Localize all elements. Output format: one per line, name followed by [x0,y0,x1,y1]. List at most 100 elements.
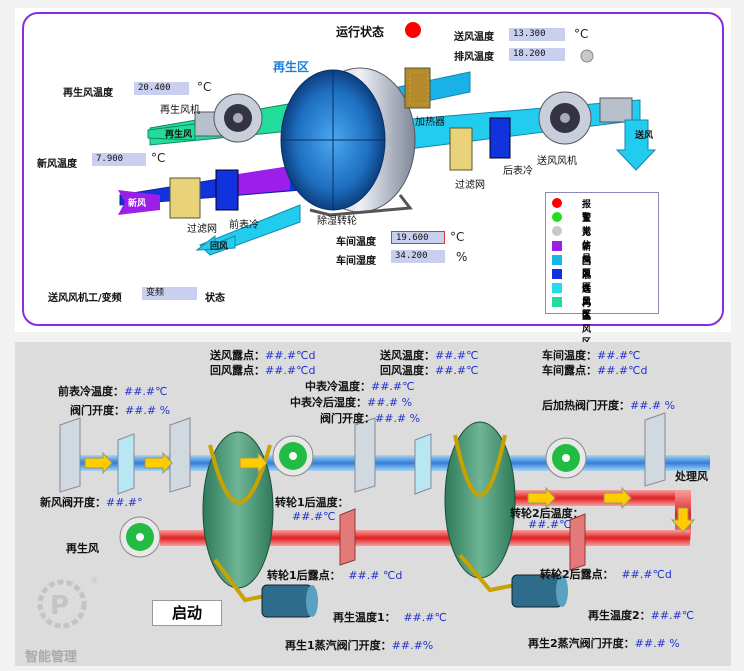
normal-circle-icon [552,212,562,222]
regen-temp-label: 再生风温度 [63,88,113,99]
return-dew-value: ##.#℃d [265,364,316,377]
room-dew-value: ##.#℃d [597,364,648,377]
exhaust-temp-value: 18.200 [509,48,565,61]
fan-mode-suffix: 状态 [205,293,225,304]
return-temp-label: 回风温度：##.#℃ [380,364,479,377]
regen-temp2-label: 再生温度2：##.#℃ [588,609,695,622]
wheel1-dew-value: ##.# ℃d [348,569,403,582]
fan-mode-value: 变频 [142,287,197,300]
valve2-label: 阀门开度：##.# % [320,412,421,425]
supply-fan-2-icon [545,437,587,479]
postheat-valve-value: ##.# % [630,399,676,412]
postcool-icon [489,117,511,159]
motor-1-icon [261,584,318,618]
valve1-label: 阀门开度：##.# % [70,404,171,417]
midcool-coil-icon [414,433,432,495]
regen-temp-unit: °C [197,80,212,94]
room-temp-value: 19.600 [391,231,445,244]
motor-2-icon [511,574,568,608]
filter-right-label: 过滤网 [455,180,485,191]
flow-arrow-3 [239,451,268,475]
regen-temp1-label: 再生温度1： ##.#℃ [333,611,447,624]
midcool-temp-value: ##.#℃ [371,380,415,393]
filter-1-icon [59,417,81,493]
wheel2-dew-value: ##.#℃d [621,568,672,581]
supply-dew-value: ##.#℃d [265,349,316,362]
midcool-hum-value: ##.# % [367,396,413,409]
fresh-valve-value: ##.#° [106,496,143,509]
supply-temp-status-icon [580,49,594,63]
midcool-hum-label: 中表冷后湿度：##.# % [290,396,413,409]
wheel2-temp-value: ##.#℃ [528,518,572,531]
steam1-value: ##.#% [391,639,434,652]
wheel1-dew-label: 转轮1后露点： ##.# ℃d [267,569,403,582]
flow-arrow-5 [603,486,632,510]
supply-temp-label: 送风温度 [454,32,494,43]
valve2-value: ##.# % [375,412,421,425]
room-hum-label: 车间湿度 [336,256,376,267]
flow-arrow-4 [527,486,556,510]
room-hum-value: 34.200 [391,250,445,263]
regen-temp2-value: ##.#℃ [650,609,695,622]
regen-air-pipe-upper [490,490,685,506]
legend: 报警 正常 无信号 新风区 回风区 混合风区 送风区 再生风区 [545,192,659,348]
supply-temp-value-2: ##.#℃ [435,349,479,362]
fresh-zone-swatch [552,241,562,251]
process-wind-label: 处理风 [675,470,708,483]
no-signal-circle-icon [552,226,562,236]
regen-fan-2-icon [119,516,161,558]
room-hum-unit: % [456,250,468,264]
mixed-zone-swatch [552,269,562,279]
room-temp-label-2: 车间温度：##.#℃ [542,349,641,362]
room-temp-value-2: ##.#℃ [597,349,641,362]
regen-temp1-value: ##.#℃ [403,611,447,624]
start-button[interactable]: 启动 [152,600,222,626]
filter-right-icon [449,127,473,171]
postheat-filter-icon [644,412,666,487]
room-temp-label: 车间温度 [336,237,376,248]
postheat-valve-label: 后加热阀门开度：##.# % [542,399,676,412]
supply-fan-icon [538,91,633,145]
flow-arrow-6 [670,507,696,533]
svg-text:®: ® [90,576,99,586]
return-dew-label: 回风露点：##.#℃d [210,364,316,377]
precool-temp-label: 前表冷温度：##.#℃ [58,385,168,398]
top-panel-frame [22,12,724,326]
fresh-temp-unit: °C [151,151,166,165]
precool-label: 前表冷 [229,220,259,231]
midcool-temp-label: 中表冷温度：##.#℃ [305,380,415,393]
run-status-label: 运行状态 [336,25,385,39]
watermark-logo-icon: P ® [37,576,99,629]
supply-temp-label-2: 送风温度：##.#℃ [380,349,479,362]
postcool-label: 后表冷 [503,166,533,177]
precool-coil-icon [117,433,135,495]
supply-temp-value: 13.300 [509,28,565,41]
filter-left-icon [169,177,201,219]
wheel2-dew-label: 转轮2后露点： ##.#℃d [540,568,672,581]
wheel1-temp-value: ##.#℃ [292,510,336,523]
status-indicator [405,22,421,38]
flow-arrow-2 [144,451,173,475]
steam2-label: 再生2蒸汽阀门开度：##.# % [528,637,680,650]
wheel2-temp-label: 转轮2后温度： [510,507,584,520]
regen-fan-label: 再生风机 [160,105,200,116]
heater-icon [404,67,431,109]
dehum-wheel-label: 除湿转轮 [317,216,357,227]
steam2-value: ##.# % [634,637,680,650]
regen-wind-label-2: 再生风 [66,542,99,555]
fresh-duct-purple [225,166,290,196]
midcool-filter-icon [354,417,376,493]
alarm-circle-icon [552,198,562,208]
regen-out-arrow [147,123,196,141]
return-temp-value: ##.#℃ [435,364,479,377]
precool-icon [215,169,239,211]
regen-fan-icon [194,93,263,143]
fresh-arrow [118,190,160,215]
supply-dew-label: 送风露点：##.#℃d [210,349,316,362]
regen-heater-2-icon [569,513,586,571]
supply-fan-label: 送风风机 [537,156,577,167]
svg-text:P: P [50,591,69,621]
exhaust-temp-label: 排风温度 [454,52,494,63]
filter-left-label: 过滤网 [187,224,217,235]
